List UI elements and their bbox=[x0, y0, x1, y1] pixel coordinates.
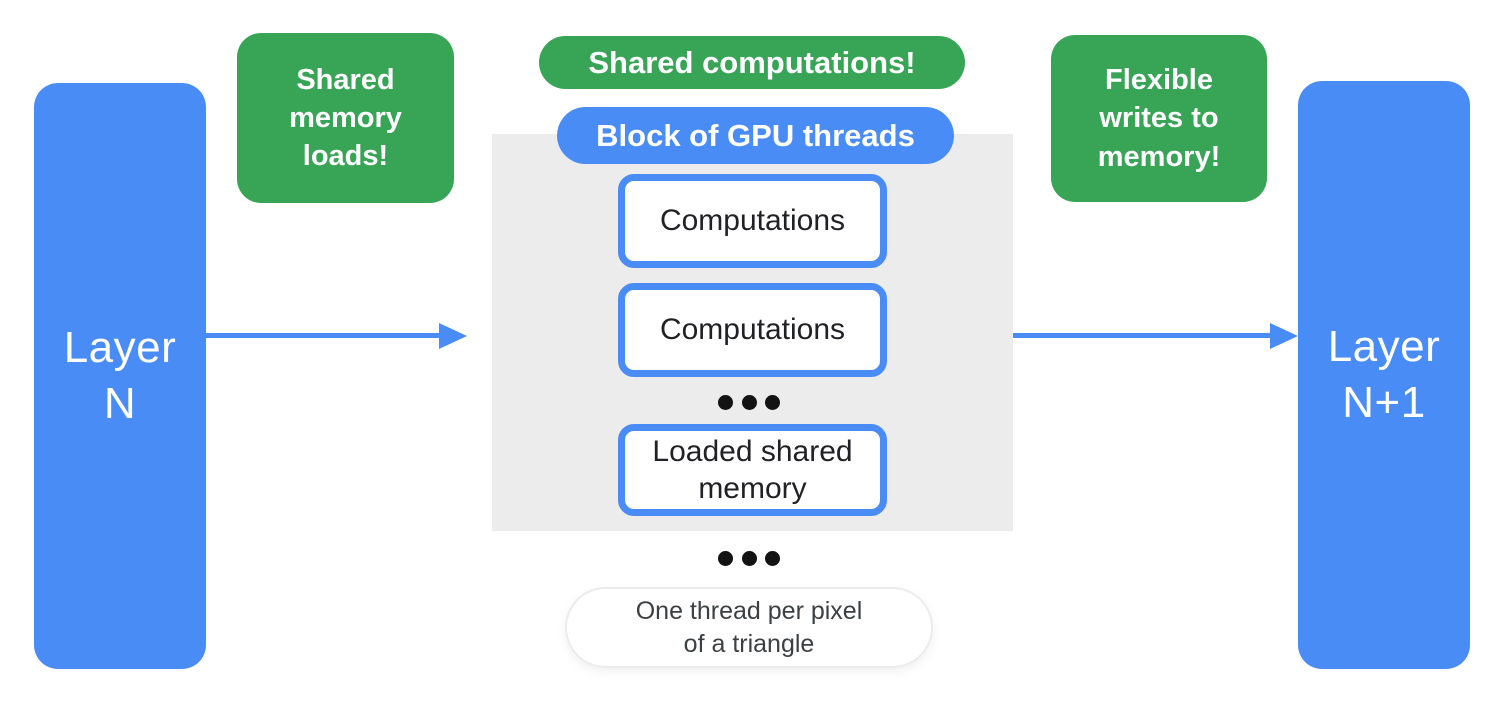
block-of-gpu-threads-label: Block of GPU threads bbox=[596, 117, 915, 153]
dot-icon bbox=[765, 395, 780, 410]
ellipsis-dots-icon bbox=[718, 551, 780, 566]
dot-icon bbox=[718, 551, 733, 566]
layer-n-label: Layer N bbox=[63, 322, 177, 428]
layer-n-plus-1-box: Layer N+1 bbox=[1298, 81, 1470, 669]
one-thread-caption-label: One thread per pixel of a triangle bbox=[635, 596, 863, 658]
shared-memory-loads-label: Shared memory loads! bbox=[289, 63, 402, 173]
computations-box-1: Computations bbox=[618, 174, 887, 268]
computations-box-2: Computations bbox=[618, 283, 887, 377]
dot-icon bbox=[741, 551, 757, 566]
layer-n-box: Layer N bbox=[34, 83, 206, 669]
arrow-right-head-icon bbox=[1270, 323, 1298, 349]
loaded-shared-memory-label: Loaded shared memory bbox=[652, 434, 853, 506]
dot-icon bbox=[741, 395, 757, 410]
block-of-gpu-threads-pill: Block of GPU threads bbox=[557, 107, 954, 164]
one-thread-caption-pill: One thread per pixel of a triangle bbox=[565, 587, 933, 668]
flexible-writes-label: Flexible writes to memory! bbox=[1097, 64, 1221, 173]
shared-computations-pill: Shared computations! bbox=[539, 36, 965, 89]
arrow-right-line bbox=[1013, 333, 1273, 338]
layer-n-plus-1-label: Layer N+1 bbox=[1327, 321, 1441, 427]
dot-icon bbox=[765, 551, 780, 566]
arrow-left-line bbox=[206, 333, 442, 338]
loaded-shared-memory-box: Loaded shared memory bbox=[618, 424, 887, 516]
dot-icon bbox=[718, 395, 733, 410]
arrow-right-head-icon bbox=[439, 323, 467, 349]
flexible-writes-note: Flexible writes to memory! bbox=[1051, 35, 1267, 202]
shared-memory-loads-note: Shared memory loads! bbox=[237, 33, 454, 203]
shared-computations-label: Shared computations! bbox=[588, 44, 916, 80]
computations-label-1: Computations bbox=[659, 204, 846, 238]
ellipsis-dots-icon bbox=[718, 395, 780, 410]
computations-label-2: Computations bbox=[659, 313, 846, 347]
